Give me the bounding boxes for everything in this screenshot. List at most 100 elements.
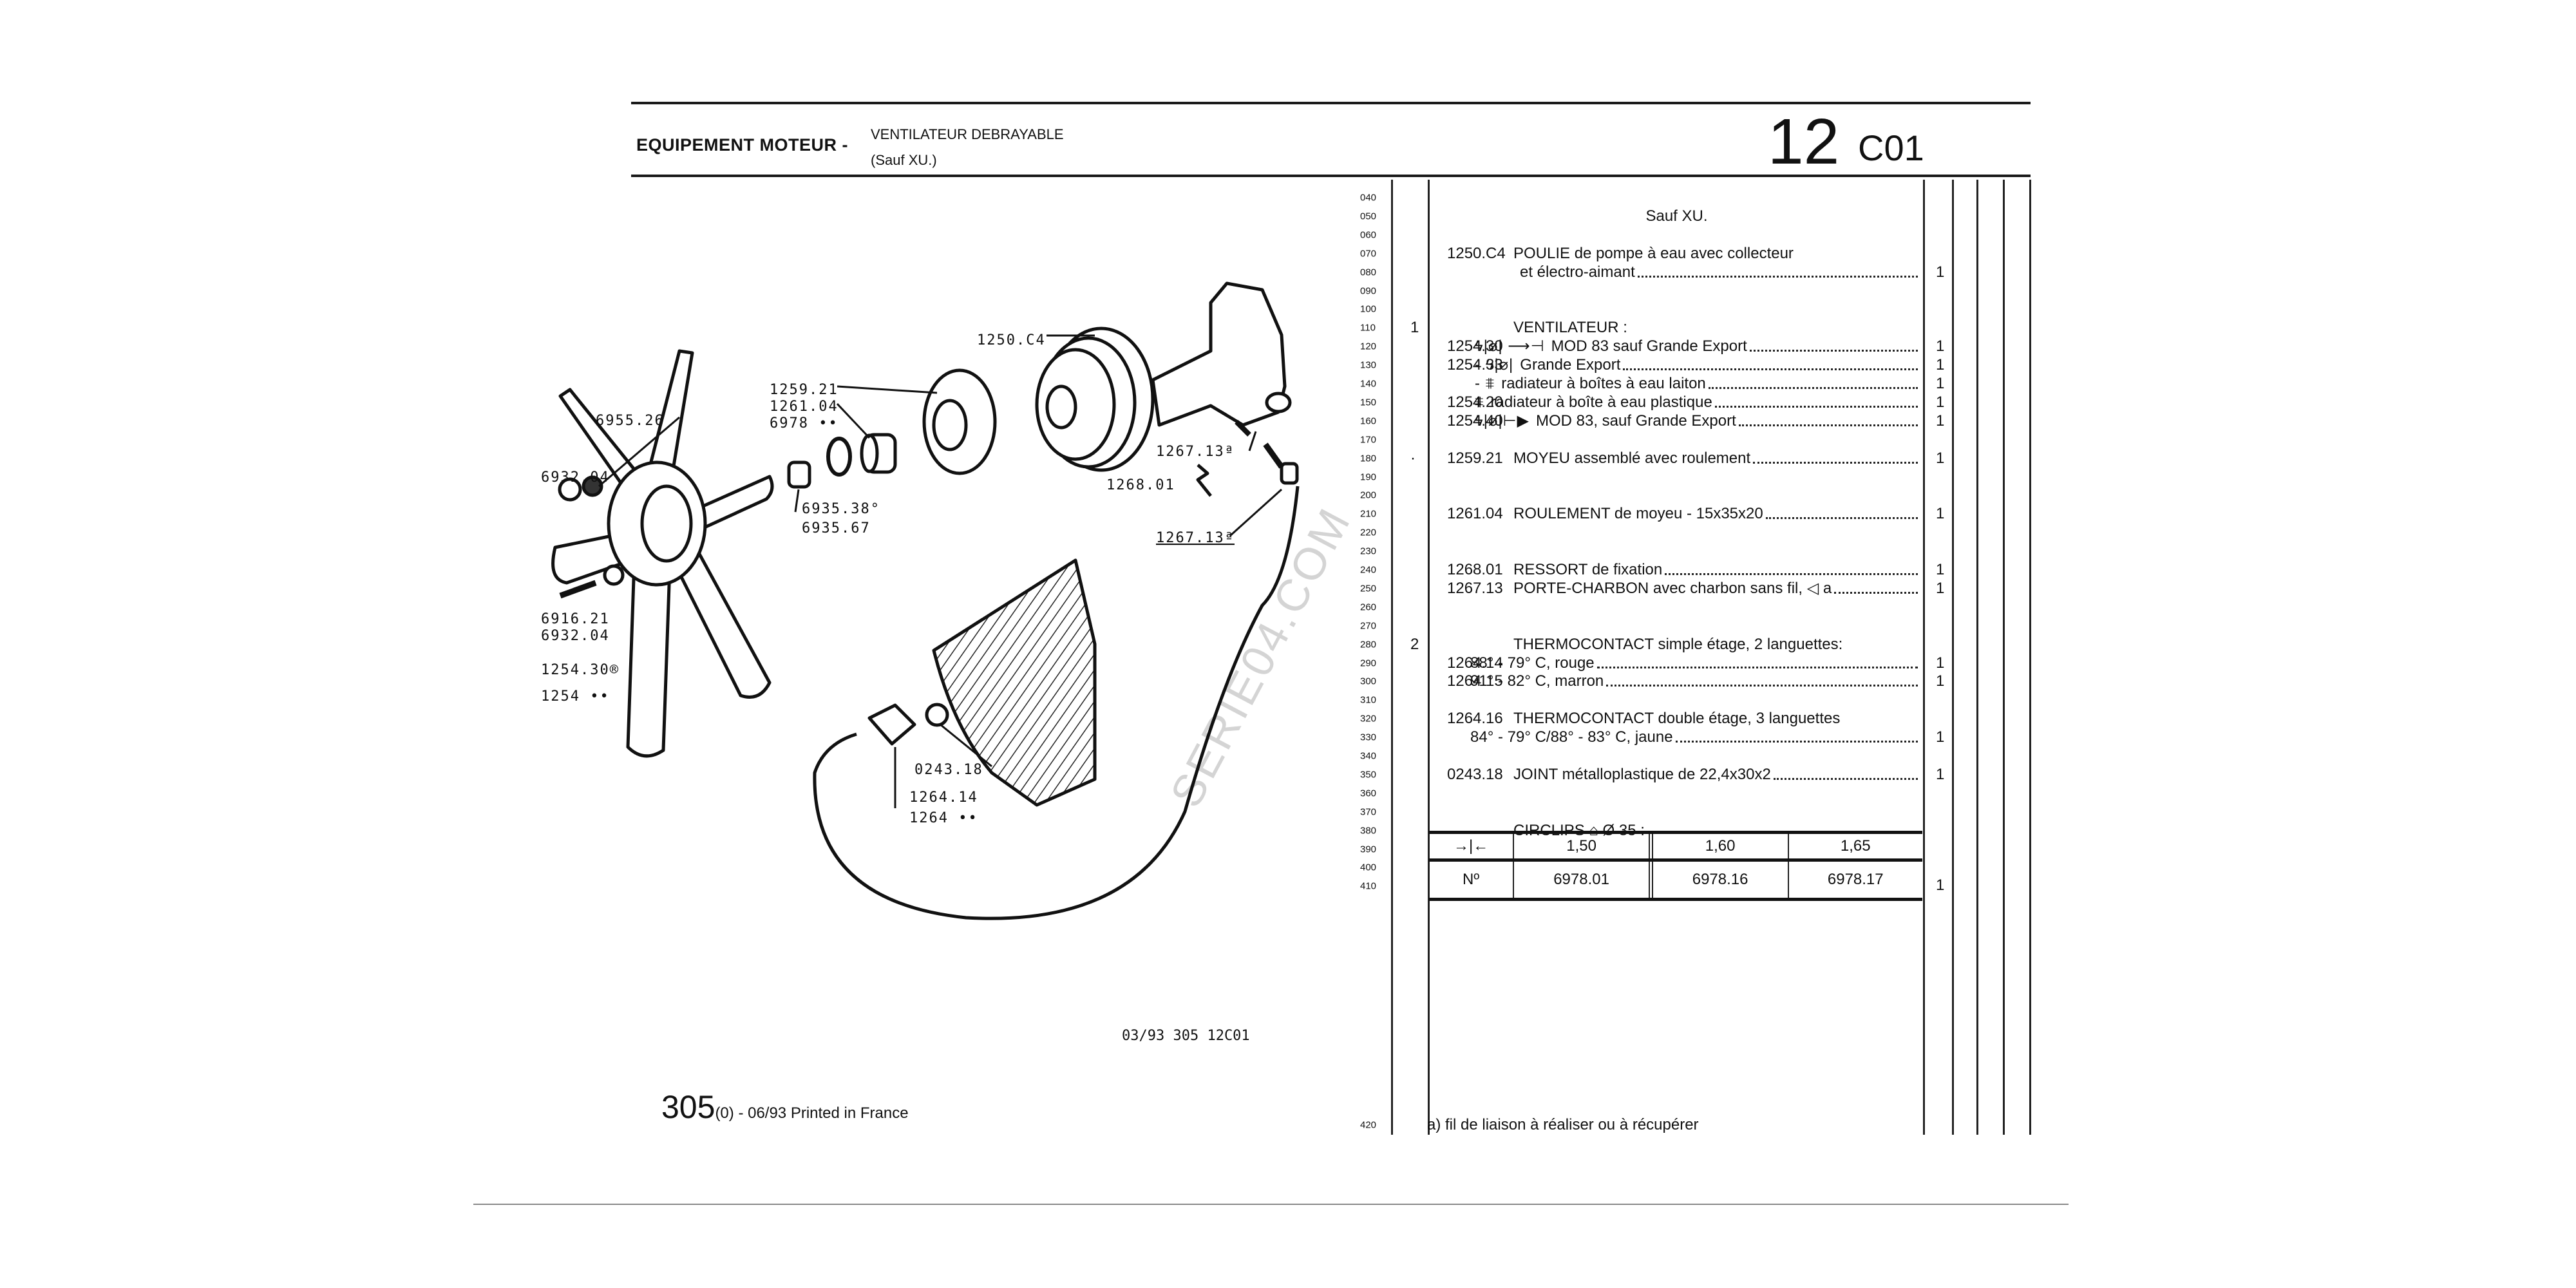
description-text: RESSORT de fixation bbox=[1513, 561, 1663, 578]
line-number: 140 bbox=[1360, 378, 1377, 390]
description-text: VENTILATEUR : bbox=[1513, 319, 1627, 337]
nut bbox=[558, 477, 582, 502]
circlips-table: →|← 1,50 1,60 1,65 Nº 6978.01 6978.16 69… bbox=[1429, 831, 1922, 901]
parts-row: 1 VENTILATEUR : bbox=[0, 318, 1920, 337]
quantity: 1 bbox=[1936, 337, 1945, 355]
group-number: 12 bbox=[1768, 106, 1840, 178]
line-number: 070 bbox=[1360, 248, 1377, 260]
description-text: ROULEMENT de moyeu - 15x35x20 bbox=[1513, 505, 1763, 523]
line-number: 400 bbox=[1360, 862, 1377, 873]
part-number: 1261.04 bbox=[1447, 505, 1503, 523]
description: ϟ|⌀| ⟶⊣MOD 83 sauf Grande Export bbox=[1475, 337, 1920, 356]
stud bbox=[559, 580, 597, 599]
thermocontact bbox=[867, 703, 916, 746]
quantity: 1 bbox=[1936, 579, 1945, 597]
illustration-index: · bbox=[1410, 449, 1416, 467]
description: - ⩨radiateur à boîtes à eau laiton bbox=[1475, 374, 1920, 393]
footnote: a) fil de liaison à réaliser ou à récupé… bbox=[1427, 1116, 1699, 1133]
section-title: EQUIPEMENT MOTEUR - bbox=[636, 135, 849, 155]
line-number: 130 bbox=[1360, 359, 1377, 371]
number-label: Nº bbox=[1429, 860, 1514, 901]
leader-lines bbox=[598, 334, 1283, 808]
label-thermo-b: 1264 •• bbox=[909, 810, 978, 826]
edition: (0) - 06/93 Printed in France bbox=[715, 1104, 909, 1122]
group-code: C01 bbox=[1858, 128, 1924, 168]
part-number: 1250.C4 bbox=[1447, 244, 1506, 262]
part-number: 1264.14 bbox=[1447, 654, 1503, 672]
line-number: 270 bbox=[1360, 620, 1377, 632]
line-number: 230 bbox=[1360, 545, 1377, 557]
quantity: 1 bbox=[1936, 375, 1945, 392]
dot-leader bbox=[1606, 672, 1918, 687]
line-number: 190 bbox=[1360, 471, 1377, 482]
line-number: 420 bbox=[1360, 1119, 1377, 1131]
quantity: 1 bbox=[1936, 412, 1945, 430]
dot-leader bbox=[1596, 654, 1918, 668]
parts-row: 1254.20 ⩨radiateur à boîte à eau plastiq… bbox=[0, 393, 1920, 412]
illustration-index: 1 bbox=[1410, 319, 1419, 337]
description-text: MOD 83, sauf Grande Export bbox=[1535, 412, 1736, 430]
line-number: 280 bbox=[1360, 639, 1377, 650]
cell bbox=[1649, 860, 1653, 901]
line-number: 160 bbox=[1360, 415, 1377, 427]
part-number: 1254.40 bbox=[1447, 412, 1503, 430]
label-brush-b: 1267.13ª bbox=[1156, 530, 1235, 546]
fan-blade bbox=[626, 558, 672, 758]
dot-leader bbox=[1753, 449, 1918, 464]
quantity: 1 bbox=[1936, 672, 1945, 690]
description: JOINT métalloplastique de 22,4x30x2 bbox=[1513, 765, 1920, 784]
line-number: 370 bbox=[1360, 806, 1377, 818]
label-fan-screw: 6955.26 bbox=[596, 413, 665, 429]
quantity: 1 bbox=[1936, 393, 1945, 411]
description-text: THERMOCONTACT simple étage, 2 languettes… bbox=[1513, 635, 1843, 653]
label-fan-b: 1254 •• bbox=[541, 688, 610, 705]
col-ref bbox=[1428, 180, 1430, 1135]
col-extra-2 bbox=[1976, 180, 1978, 1135]
circlip bbox=[826, 437, 852, 477]
quantity: 1 bbox=[1936, 356, 1945, 374]
part-number: 1259.21 bbox=[1447, 449, 1503, 467]
description: 88° - 79° C, rouge bbox=[1470, 654, 1920, 673]
label-circlip: 6978 •• bbox=[770, 415, 838, 431]
description: THERMOCONTACT double étage, 3 languettes bbox=[1513, 709, 1920, 728]
washer bbox=[582, 475, 603, 497]
radiator-symbol-icon: - ⩨ bbox=[1475, 375, 1495, 392]
cell: 6978.01 bbox=[1513, 860, 1649, 901]
line-number: 300 bbox=[1360, 676, 1377, 687]
line-number: 290 bbox=[1360, 658, 1377, 668]
parts-row: 2 THERMOCONTACT simple étage, 2 languette… bbox=[0, 635, 1920, 654]
label-nut-a: 6935.38° bbox=[802, 501, 880, 517]
radiator bbox=[932, 558, 1097, 807]
part-number: 1264.15 bbox=[1447, 672, 1503, 690]
cell: 6978.16 bbox=[1651, 860, 1788, 901]
reference-code: 03/93 305 12C01 bbox=[1122, 1028, 1250, 1044]
quantity: 1 bbox=[1936, 505, 1945, 523]
description-text: PORTE-CHARBON avec charbon sans fil, ◁ a bbox=[1513, 579, 1832, 597]
parts-row: 84° - 79° C/88° - 83° C, jaune bbox=[0, 728, 1920, 747]
part-number: 1268.01 bbox=[1447, 561, 1503, 578]
line-number: 180 bbox=[1360, 453, 1377, 464]
description: VENTILATEUR : bbox=[1513, 318, 1920, 337]
description-text: MOYEU assemblé avec roulement bbox=[1513, 449, 1751, 467]
dot-leader bbox=[1773, 765, 1918, 780]
illustration-index: 2 bbox=[1410, 635, 1419, 653]
description-text: 88° - 79° C, rouge bbox=[1470, 654, 1595, 672]
description-text: et électro-aimant bbox=[1520, 263, 1635, 281]
thickness-icon: →|← bbox=[1429, 831, 1514, 862]
line-number: 100 bbox=[1360, 303, 1377, 315]
electric-fan-symbol-icon: - ϟ|⌀| bbox=[1475, 356, 1514, 374]
line-number: 410 bbox=[1360, 880, 1377, 892]
print-info: 305(0) - 06/93 Printed in France bbox=[661, 1088, 909, 1126]
parts-row: et électro-aimant bbox=[0, 263, 1920, 282]
line-number: 240 bbox=[1360, 564, 1377, 576]
line-number: 380 bbox=[1360, 825, 1377, 837]
line-number: 040 bbox=[1360, 192, 1377, 204]
part-number: 0243.18 bbox=[1447, 765, 1503, 783]
circlips-qty: 1 bbox=[1936, 876, 1945, 894]
line-number: 350 bbox=[1360, 769, 1377, 781]
